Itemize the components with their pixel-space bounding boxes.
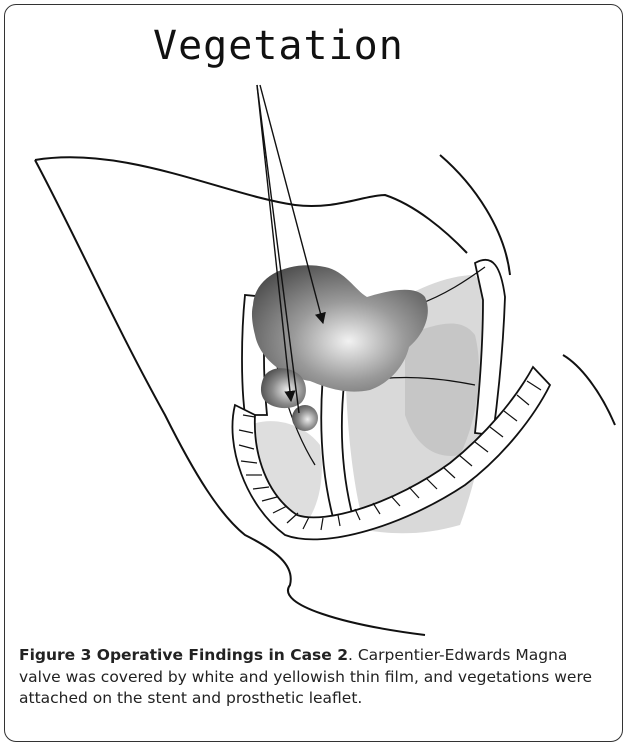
right-lower-tissue: [563, 355, 615, 425]
valve-illustration: [5, 5, 622, 645]
tissue-outline: [35, 157, 467, 253]
right-upper-tissue: [440, 155, 510, 275]
caption-title: Figure 3 Operative Findings in Case 2: [19, 646, 348, 664]
figure-frame: Vegetation Figure 3 Operative Findings i…: [4, 4, 623, 742]
vegetation-nodule: [292, 405, 318, 431]
vegetation-label: Vegetation: [153, 23, 404, 69]
figure-caption: Figure 3 Operative Findings in Case 2. C…: [19, 645, 611, 710]
